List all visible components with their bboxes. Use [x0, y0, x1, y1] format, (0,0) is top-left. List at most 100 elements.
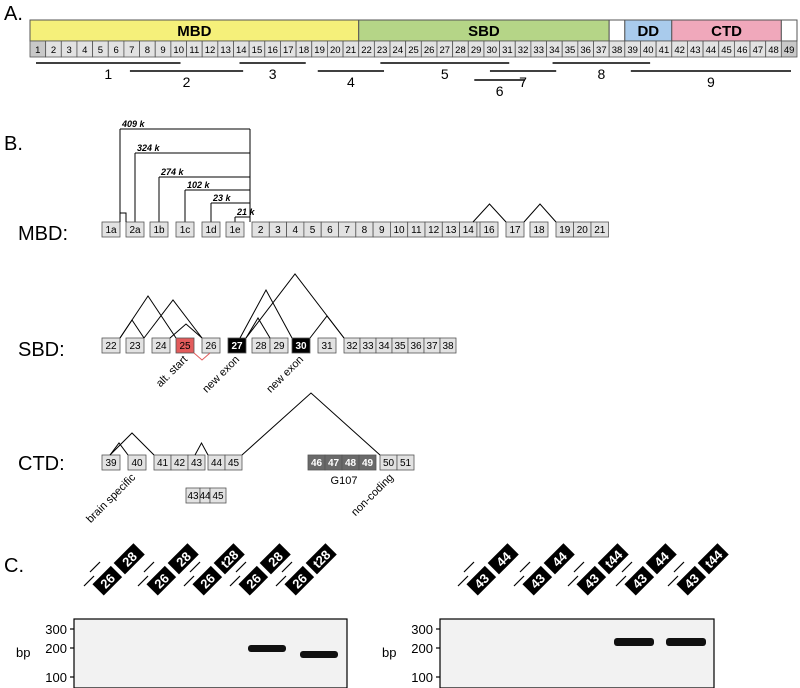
- exon-label: 30: [295, 341, 307, 352]
- exon-label: 26: [205, 341, 217, 352]
- exon-number: 5: [98, 45, 103, 56]
- splice-junction: [245, 317, 271, 339]
- exon-label: 22: [105, 341, 117, 352]
- splice-junction: [109, 442, 129, 456]
- primer-badge-fwd: [676, 565, 707, 596]
- exon-number: 48: [768, 45, 779, 56]
- exon-label: 1b: [153, 225, 165, 236]
- exon-box: [125, 337, 145, 354]
- splice-junction: [119, 295, 177, 339]
- exon-label: 48: [345, 458, 357, 469]
- exon-number: 23: [377, 45, 388, 56]
- primer-arrow: [89, 561, 101, 573]
- exon-label: 13: [445, 225, 457, 236]
- primer-arrow: [519, 561, 531, 573]
- exon-label: 44: [199, 491, 211, 502]
- primer-arrow: [137, 575, 149, 587]
- exon-label: 16: [483, 225, 495, 236]
- amplicon-label: 9: [707, 74, 715, 90]
- exon-number: 16: [267, 45, 278, 56]
- primer-arrow: [281, 561, 293, 573]
- exon-annotation: new exon: [200, 354, 242, 396]
- exon-box: [225, 221, 245, 238]
- primer-arrow: [183, 575, 195, 587]
- primer-arrow: [189, 561, 201, 573]
- primer-badge-rev: [113, 543, 145, 575]
- exon-box: [439, 337, 457, 354]
- exon-label: 39: [105, 458, 117, 469]
- exon-annotation: alt. start: [154, 354, 190, 390]
- exon-label: 18: [533, 225, 545, 236]
- exon-box: [175, 337, 195, 354]
- exon-number: 4: [82, 45, 87, 56]
- exon-box: [505, 221, 525, 238]
- exon-number: 41: [659, 45, 670, 56]
- exon-number: 34: [549, 45, 560, 56]
- exon-number: 9: [160, 45, 165, 56]
- junction-label: 102 k: [187, 180, 211, 190]
- primer-badge-rev: [597, 543, 629, 575]
- exon-number: 1: [35, 45, 40, 56]
- exon-label: 27: [231, 341, 243, 352]
- exon-label: 11: [411, 225, 422, 236]
- exon-number: 44: [706, 45, 717, 56]
- g107-label: G107: [331, 475, 358, 487]
- exon-label: 43: [187, 491, 199, 502]
- exon-number: 13: [220, 45, 231, 56]
- amplicon-label: 4: [347, 74, 355, 90]
- exon-box: [479, 221, 499, 238]
- primer-badge-rev: [167, 543, 199, 575]
- exon-box: [101, 454, 121, 471]
- exon-box: [101, 221, 121, 238]
- splice-junction: [245, 273, 345, 339]
- exon-number: 2: [51, 45, 56, 56]
- exon-label: 24: [155, 341, 167, 352]
- exon-label: 33: [362, 341, 374, 352]
- exon-box: [151, 337, 171, 354]
- exon-number: 28: [455, 45, 466, 56]
- exon-box: [149, 221, 169, 238]
- junction-label: 324 k: [137, 143, 161, 153]
- exon-label: 1e: [229, 225, 241, 236]
- exon-label: 43: [191, 458, 203, 469]
- primer-arrow: [275, 575, 287, 587]
- exon-label: 8: [362, 225, 368, 236]
- primer-arrow: [457, 575, 469, 587]
- exon-box: [317, 337, 337, 354]
- exon-box: [396, 454, 415, 471]
- exon-label: 1c: [180, 225, 191, 236]
- exon-label: 50: [383, 458, 395, 469]
- exon-number: 6: [113, 45, 118, 56]
- primer-arrow: [143, 561, 155, 573]
- exon-number: 39: [627, 45, 638, 56]
- domain-block: [780, 19, 798, 42]
- primer-badge-fwd: [522, 565, 553, 596]
- exon-label: 41: [157, 458, 169, 469]
- exon-number: 20: [330, 45, 341, 56]
- exon-box: [529, 221, 549, 238]
- primer-arrow: [463, 561, 475, 573]
- exon-box: [101, 337, 121, 354]
- exon-number: 21: [346, 45, 357, 56]
- unit-label: bp: [382, 645, 396, 660]
- exon-number: 24: [393, 45, 404, 56]
- exon-label: 4: [292, 225, 298, 236]
- exon-number: 25: [408, 45, 419, 56]
- exon-annotation: brain specific: [84, 471, 138, 525]
- exon-number: 32: [518, 45, 529, 56]
- exon-box: [125, 221, 145, 238]
- primer-badge-rev: [697, 543, 729, 575]
- exon-box: [227, 337, 247, 354]
- exon-label: 25: [179, 341, 191, 352]
- exon-number: 7: [129, 45, 134, 56]
- exon-label: 38: [442, 341, 454, 352]
- gel-lane-area: [439, 618, 715, 688]
- primer-arrow: [567, 575, 579, 587]
- exon-number: 46: [737, 45, 748, 56]
- primer-arrow: [513, 575, 525, 587]
- domain-label: MBD: [177, 23, 211, 40]
- primer-badge-fwd: [624, 565, 655, 596]
